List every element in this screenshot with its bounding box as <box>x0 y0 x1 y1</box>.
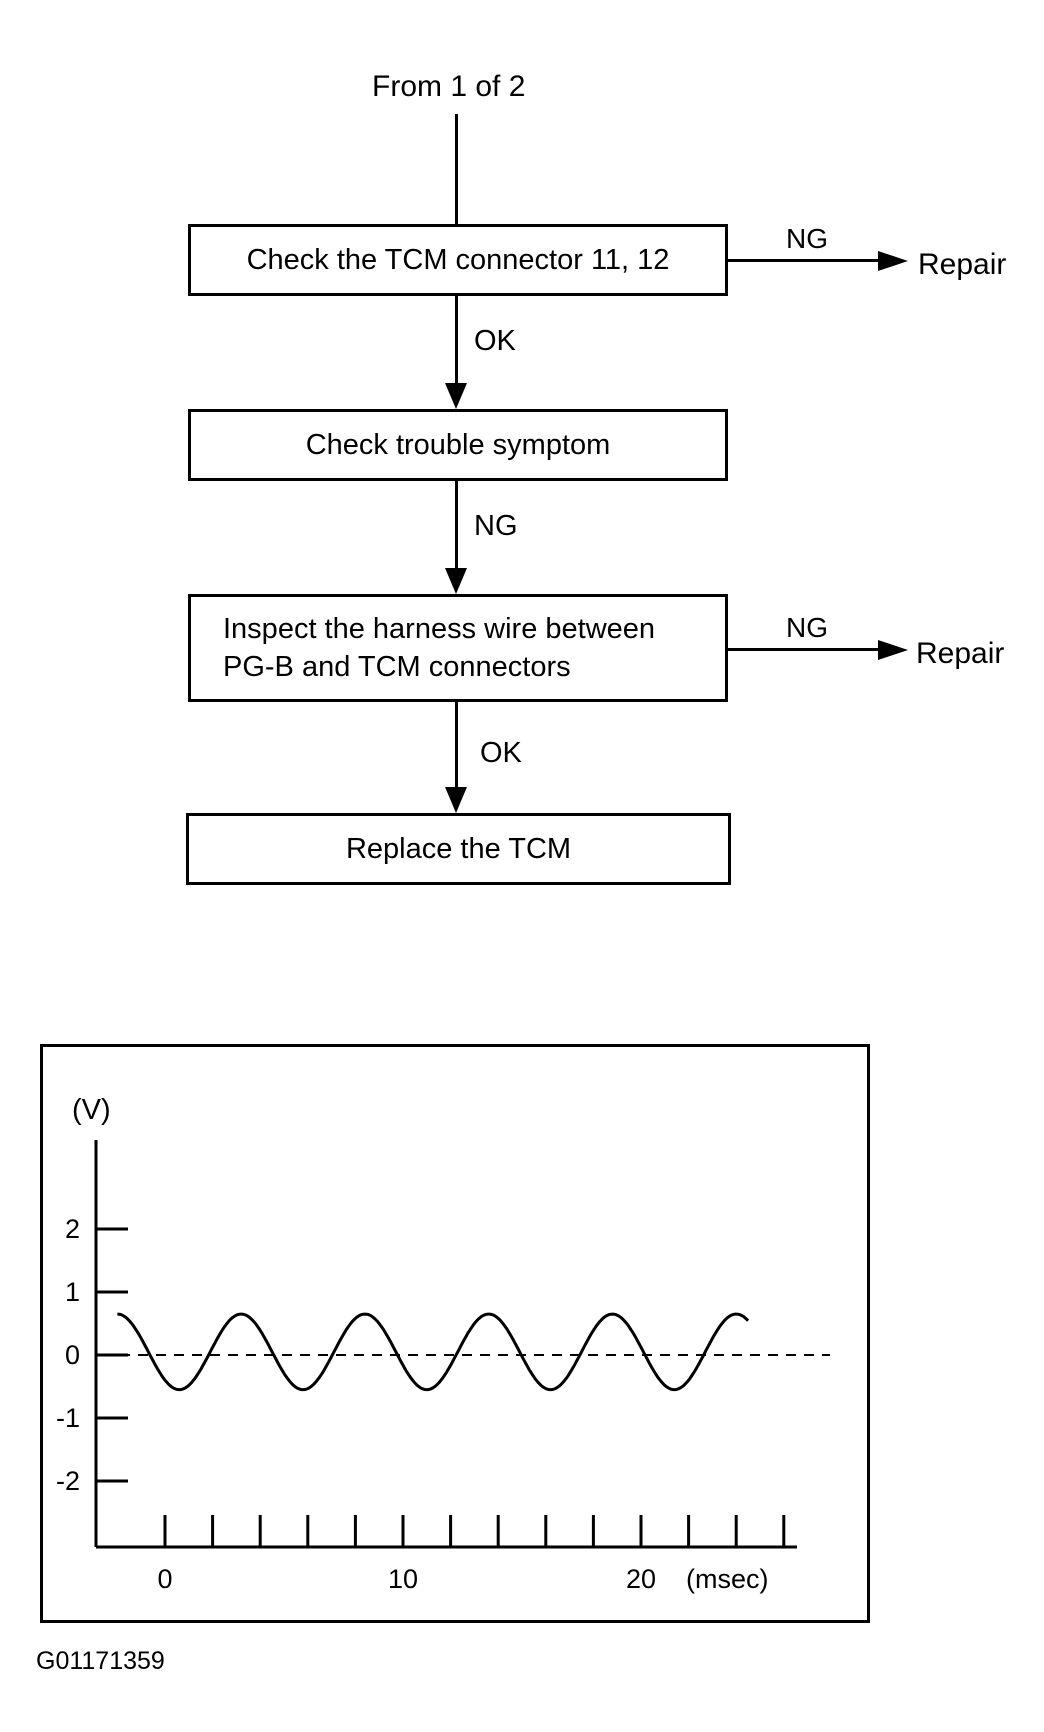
ng-connector-2 <box>455 481 458 571</box>
step-inspect-harness-wire-text: Inspect the harness wire between PG-B an… <box>223 610 655 686</box>
step-inspect-harness-wire-line1: Inspect the harness wire between <box>223 613 656 645</box>
entry-connector <box>455 114 458 224</box>
step-inspect-harness-wire-line2: PG-B and TCM connectors <box>223 651 571 683</box>
ok-connector-3 <box>455 702 458 790</box>
ng-label-3: NG <box>786 612 828 643</box>
step-inspect-harness-wire: Inspect the harness wire between PG-B an… <box>188 594 728 702</box>
step-replace-tcm: Replace the TCM <box>186 813 731 885</box>
figure-id: G01171359 <box>36 1647 165 1675</box>
repair-label-1: Repair <box>918 248 1007 281</box>
ok-arrowhead-3 <box>445 787 467 813</box>
ng-arrowhead-1 <box>878 251 908 271</box>
waveform-frame <box>40 1044 870 1623</box>
step-check-tcm-connector-label: Check the TCM connector 11, 12 <box>246 243 670 276</box>
repair-label-3: Repair <box>916 637 1005 670</box>
ok-label-1: OK <box>474 325 516 357</box>
ok-connector-1 <box>455 296 458 386</box>
ng-arrowhead-3 <box>878 640 908 660</box>
ng-label-1: NG <box>786 223 828 254</box>
ok-arrowhead-1 <box>445 383 467 409</box>
step-replace-tcm-label: Replace the TCM <box>345 832 572 865</box>
step-check-trouble-symptom-label: Check trouble symptom <box>305 428 611 461</box>
ng-label-2: NG <box>474 510 518 542</box>
ng-connector-1 <box>728 259 880 262</box>
entry-label: From 1 of 2 <box>372 70 526 103</box>
ng-connector-3 <box>728 648 880 651</box>
ng-arrowhead-2 <box>445 568 467 594</box>
ok-label-3: OK <box>480 737 522 769</box>
step-check-tcm-connector: Check the TCM connector 11, 12 <box>188 224 728 296</box>
step-check-trouble-symptom: Check trouble symptom <box>188 409 728 481</box>
